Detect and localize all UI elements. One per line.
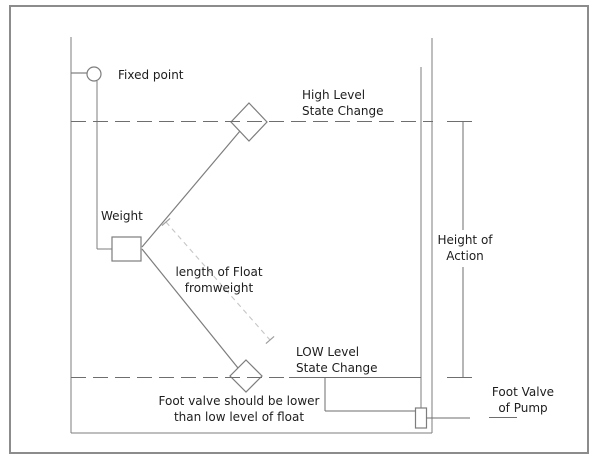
high-level-label-line1: High Level	[302, 88, 366, 102]
low-level-label-line2: State Change	[296, 361, 378, 375]
float-length-dim-tick-end	[265, 335, 275, 345]
foot-valve-note-line2: than low level of float	[173, 410, 305, 424]
float-length-dim-tick-start	[161, 217, 171, 227]
height-of-action-label-line2: Action	[446, 249, 484, 263]
foot-valve-pump-line2: of Pump	[498, 401, 548, 415]
height-of-action-label-line1: Height of	[437, 233, 493, 247]
drawing-border	[9, 5, 589, 454]
float-length-label-line1: length of Float	[175, 265, 263, 279]
foot-valve-pump-label: Foot Valve of Pump	[492, 384, 554, 416]
float-arm-low	[141, 248, 239, 369]
fixed-point-label: Fixed point	[118, 68, 184, 82]
float-arm-high	[141, 130, 241, 248]
low-level-label: LOW Level State Change	[296, 344, 378, 376]
float-length-label-line2: fromweight	[184, 281, 254, 295]
foot-valve-note-label: Foot valve should be lower than low leve…	[159, 393, 320, 425]
height-of-action-label: Height of Action	[437, 232, 492, 264]
foot-valve	[414, 407, 428, 429]
float-low-position	[229, 359, 263, 393]
foot-valve-pump-line1: Foot Valve	[491, 385, 555, 399]
weight-label: Weight	[101, 209, 143, 223]
high-level-label: High Level State Change	[302, 87, 384, 119]
float-high-position	[230, 102, 268, 142]
float-length-label: length of Float fromweight	[175, 264, 262, 296]
foot-valve-note-line1: Foot valve should be lower	[158, 394, 320, 408]
low-level-label-line1: LOW Level	[296, 345, 360, 359]
high-level-label-line2: State Change	[302, 104, 384, 118]
fixed-point-pulley	[86, 66, 102, 82]
weight-block	[111, 236, 142, 262]
